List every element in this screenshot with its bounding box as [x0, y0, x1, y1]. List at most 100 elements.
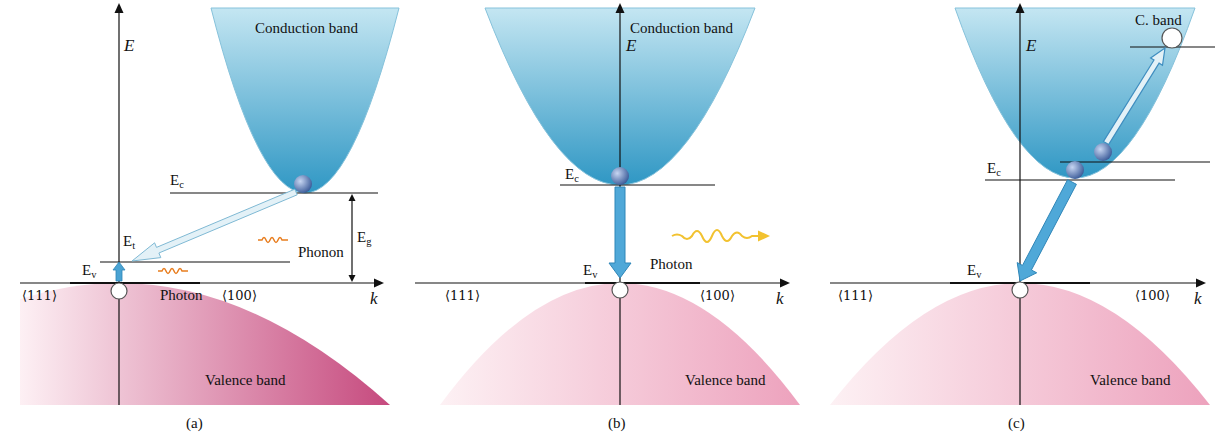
direction-label: ⟨111⟩: [22, 288, 57, 304]
figure-label: E: [1026, 36, 1036, 55]
direction-label: ⟨111⟩: [838, 288, 873, 304]
hole: [1012, 282, 1028, 298]
gap-bracket: [351, 199, 352, 277]
label-holder: ⟨100⟩: [700, 288, 735, 304]
figure-label: k: [1194, 289, 1202, 308]
direction-label: ⟨100⟩: [700, 288, 735, 304]
figure-label: (c): [1008, 415, 1025, 432]
conduction-band: Conduction band: [211, 8, 399, 193]
label-holder: (c): [1008, 415, 1025, 432]
k-axis: [20, 282, 376, 283]
label-holder: E: [626, 36, 636, 55]
electron: [1094, 143, 1112, 161]
axis-arrowhead: [616, 3, 625, 13]
figure-label: E: [626, 36, 636, 55]
label-holder: ⟨100⟩: [222, 288, 257, 304]
et-level: [100, 261, 290, 262]
label-holder: (b): [608, 415, 626, 432]
gap-arrowhead: [349, 194, 356, 201]
energy-level-label: Et: [123, 233, 135, 250]
label-holder: Ev: [967, 262, 981, 279]
label-holder: Ec: [170, 172, 184, 189]
figure-label: E: [124, 36, 134, 55]
label-holder: k: [1194, 289, 1202, 308]
k-axis: [415, 282, 782, 283]
figure-label: k: [370, 289, 378, 308]
electron: [294, 175, 312, 193]
label-holder: E: [1026, 36, 1036, 55]
ec-level: [985, 179, 1175, 180]
electron: [611, 167, 629, 185]
photon-wave: [672, 230, 760, 242]
band-name: Conduction band: [255, 20, 358, 37]
energy-axis: [1019, 12, 1020, 405]
hole: [612, 282, 628, 298]
direction-label: ⟨111⟩: [445, 288, 480, 304]
energy-level-label: Ec: [987, 160, 1001, 177]
label-holder: (a): [186, 415, 203, 432]
axes-c: [830, 12, 1215, 405]
axis-arrowhead: [1196, 279, 1206, 288]
figure-label: k: [776, 289, 784, 308]
axis-arrowhead: [780, 279, 790, 288]
label-holder: Ec: [987, 160, 1001, 177]
label-holder: ⟨111⟩: [22, 288, 57, 304]
figure-label: (a): [186, 415, 203, 432]
label-holder: Phonon: [298, 244, 344, 261]
energy-axis: [118, 12, 119, 405]
label-holder: Photon: [160, 287, 203, 304]
band-shape: [211, 8, 399, 193]
phonon-wiggle: [258, 238, 288, 243]
label-holder: Ec: [565, 166, 579, 183]
hole-capture-arrow: [113, 262, 125, 281]
ec-level: [170, 192, 378, 193]
band-name: C. band: [1135, 12, 1182, 29]
band-name: Valence band: [1090, 372, 1170, 389]
direction-label: ⟨100⟩: [1135, 288, 1170, 304]
label-holder: ⟨100⟩: [1135, 288, 1170, 304]
recombination-arrow: [132, 189, 297, 261]
empty-state: [1162, 28, 1182, 48]
label-holder: Eg: [357, 229, 371, 246]
band-shape: [955, 8, 1195, 178]
label-holder: k: [776, 289, 784, 308]
axis-arrowhead: [1016, 3, 1025, 13]
energy-level-label: Eg: [357, 229, 371, 246]
axis-arrowhead: [115, 3, 124, 13]
axis-arrowhead: [374, 279, 384, 288]
energy-level-label: Ec: [170, 172, 184, 189]
energy-level-label: Ev: [583, 262, 597, 279]
gap-arrowhead: [349, 275, 356, 282]
label-holder: Photon: [650, 256, 693, 273]
label-holder: ⟨111⟩: [838, 288, 873, 304]
label-holder: ⟨111⟩: [445, 288, 480, 304]
k-axis: [830, 282, 1198, 283]
axes-b: [415, 12, 782, 405]
electron: [1066, 161, 1084, 179]
figure-label: Photon: [160, 287, 203, 304]
ev-level: [70, 282, 200, 284]
conduction-band: C. band: [955, 8, 1195, 178]
label-holder: Et: [123, 233, 135, 250]
energy-level-label: Ec: [565, 166, 579, 183]
ec-level: [560, 184, 715, 185]
electron-level: [1060, 161, 1210, 162]
label-holder: Ev: [82, 262, 96, 279]
figure-label: Phonon: [298, 244, 344, 261]
label-holder: k: [370, 289, 378, 308]
transition-arrow: [609, 187, 631, 278]
energy-level-label: Ev: [82, 262, 96, 279]
band-shape: [20, 283, 390, 405]
ev-level: [585, 282, 700, 284]
direction-label: ⟨100⟩: [222, 288, 257, 304]
label-holder: Ev: [583, 262, 597, 279]
auger-excitation-arrow: [1104, 48, 1166, 145]
band-outline: [955, 8, 1195, 178]
figure-label: (b): [608, 415, 626, 432]
valence-band: Valence band: [20, 283, 390, 405]
